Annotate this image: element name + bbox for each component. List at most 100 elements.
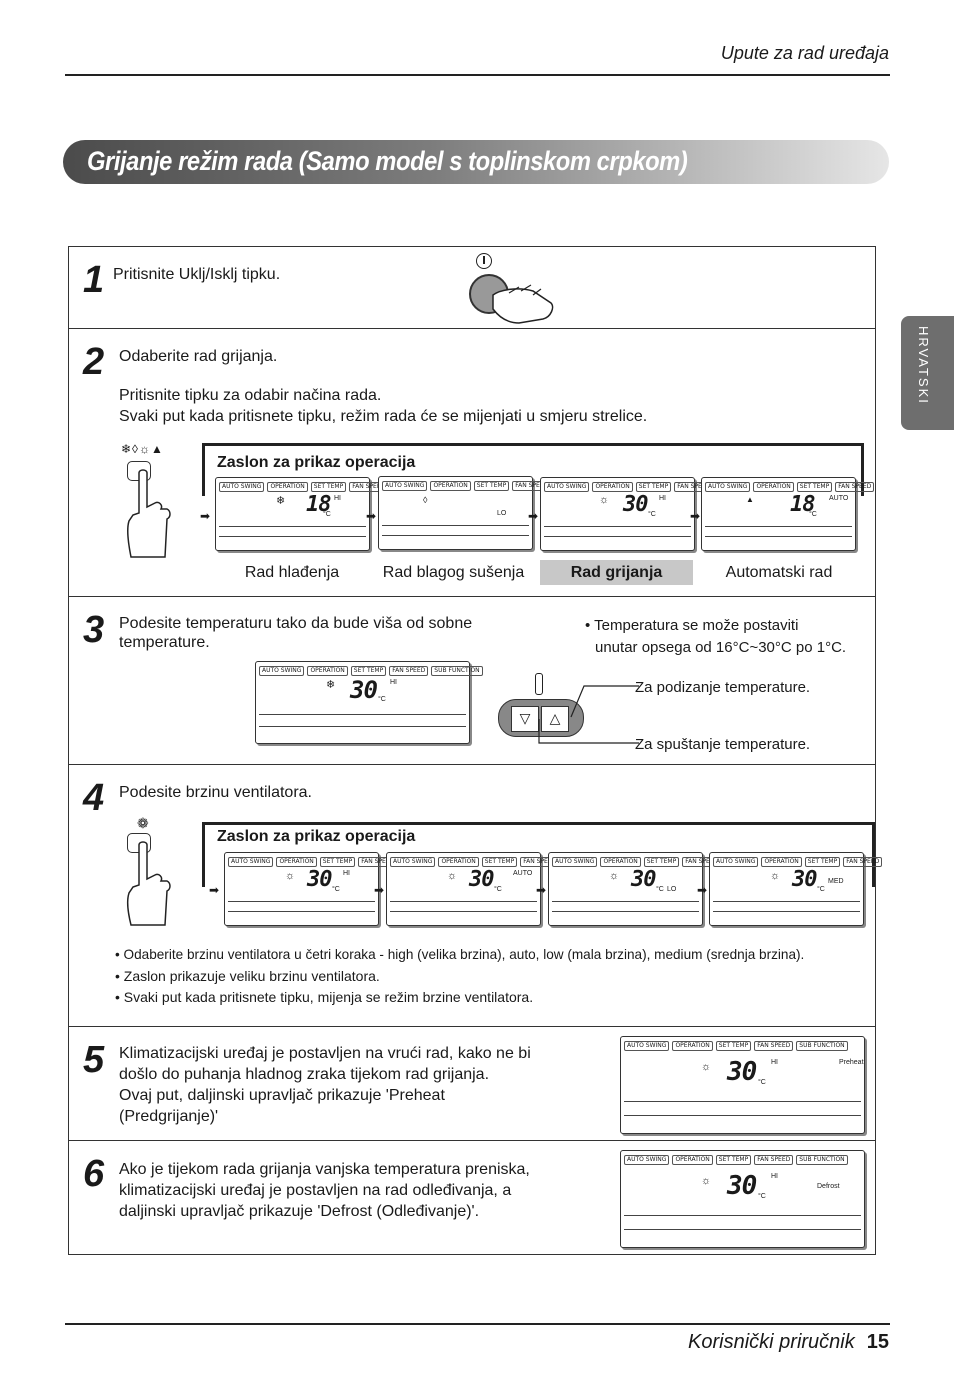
step-6: 6 Ako je tijekom rada grijanja vanjska t… — [69, 1140, 875, 1256]
step-text: Klimatizacijski uređaj je postavljen na … — [119, 1045, 531, 1062]
temp-up-label: Za podizanje temperature. — [635, 679, 811, 696]
sun-icon: ☼ — [609, 870, 620, 882]
lcd-tab: AUTO SWING — [624, 1041, 670, 1051]
note-text: • Temperatura se može postaviti — [585, 617, 799, 634]
language-tab: HRVATSKI — [901, 316, 954, 430]
lcd-tab: SET TEMP — [796, 482, 833, 492]
step-text: (Predgrijanje)' — [119, 1108, 219, 1125]
step-5: 5 Klimatizacijski uređaj je postavljen n… — [69, 1026, 875, 1140]
page-number: 15 — [866, 1331, 889, 1353]
lcd-tab: AUTO SWING — [552, 857, 598, 867]
step-number: 4 — [83, 777, 105, 819]
lcd-tab: SET TEMP — [715, 1041, 752, 1051]
arrow-right-icon: ➡ — [536, 883, 547, 897]
header-rule — [65, 74, 890, 76]
step-1: 1 Pritisnite Uklj/Isklj tipku. — [69, 247, 875, 328]
lcd-fan-speed: LO — [497, 510, 507, 517]
lcd-tab: SET TEMP — [715, 1155, 752, 1165]
lcd-tab: FAN SPEED — [754, 1155, 794, 1165]
lcd-sub-function: Defrost — [817, 1183, 840, 1190]
snowflake-icon: ❄ — [326, 679, 336, 691]
step-text: Svaki put kada pritisnete tipku, režim r… — [119, 408, 648, 425]
lcd-tab: AUTO SWING — [228, 857, 274, 867]
step-3: 3 Podesite temperaturu tako da bude viša… — [69, 596, 875, 764]
step-text: Odaberite rad grijanja. — [119, 348, 278, 365]
note-text: unutar opsega od 16°C~30°C po 1°C. — [595, 639, 847, 656]
footer-label: Korisnički priručnik — [688, 1331, 855, 1353]
lcd-tab: OPERATION — [592, 482, 633, 492]
lcd-tab: FAN SPEED — [389, 666, 429, 676]
temp-down-button[interactable]: ▽ — [511, 706, 539, 732]
lcd-temperature: 30 — [307, 867, 332, 892]
bullet-text: • Zaslon prikazuje veliku brzinu ventila… — [115, 968, 380, 984]
arrow-right-icon: ➡ — [697, 883, 708, 897]
lcd-sub-function: Preheat — [839, 1059, 864, 1066]
lcd-tab: AUTO SWING — [390, 857, 436, 867]
sun-icon: ☼ — [701, 1061, 712, 1073]
lcd-unit: °C — [648, 511, 656, 518]
lcd-fan-speed: AUTO — [513, 870, 533, 877]
lcd-temperature: 30 — [792, 867, 817, 892]
footer: Korisnički priručnik 15 — [688, 1331, 889, 1354]
lcd-tab: AUTO SWING — [713, 857, 759, 867]
bullet-text: • Odaberite brzinu ventilatora u četri k… — [115, 946, 805, 962]
lcd-tab: SET TEMP — [635, 482, 672, 492]
display-frame — [202, 443, 864, 496]
lcd-fan-speed: HI — [771, 1059, 778, 1066]
lcd-tab: FAN SPEED — [754, 1041, 794, 1051]
lcd-tab: AUTO SWING — [259, 666, 305, 676]
callout-lines — [538, 685, 639, 744]
lcd-tab: OPERATION — [267, 482, 308, 492]
lcd-tab: OPERATION — [307, 666, 348, 676]
lcd-fan-speed: HI — [343, 870, 350, 877]
temp-up-button[interactable]: △ — [541, 706, 569, 732]
arrow-right-icon: ➡ — [374, 883, 385, 897]
lcd-tab: SET TEMP — [350, 666, 387, 676]
step-text: Ovaj put, daljinski upravljač prikazuje … — [119, 1087, 445, 1104]
header-title: Upute za rad uređaja — [720, 43, 889, 63]
lcd-tab: OPERATION — [438, 857, 479, 867]
lcd-tab: SET TEMP — [643, 857, 680, 867]
auto-mode-icon: ▲ — [746, 495, 754, 504]
lcd-temperature: 30 — [727, 1171, 757, 1201]
lcd-unit: °C — [817, 886, 825, 893]
lcd-temperature: 30 — [623, 492, 648, 517]
lcd-fan-speed: HI — [771, 1173, 778, 1180]
lcd-tab: AUTO SWING — [544, 482, 590, 492]
step-text: Podesite temperaturu tako da bude viša o… — [119, 615, 473, 632]
mode-label-drying: Rad blagog sušenja — [382, 564, 525, 581]
lcd-unit: °C — [758, 1193, 766, 1200]
step-2: 2 Odaberite rad grijanja. Pritisnite tip… — [69, 328, 875, 596]
lcd-tab: SET TEMP — [319, 857, 356, 867]
lcd-temperature: 30 — [350, 676, 378, 704]
steps-table: 1 Pritisnite Uklj/Isklj tipku. 2 Odaberi… — [68, 246, 883, 1256]
lcd-fan-speed: AUTO — [829, 495, 849, 502]
thermometer-icon — [535, 673, 543, 695]
lcd-tab: FAN SPEED — [843, 857, 883, 867]
drop-icon: ◊ — [423, 495, 428, 505]
lcd-tab: OPERATION — [276, 857, 317, 867]
lcd-tab: SUB FUNCTION — [431, 666, 483, 676]
lcd-tab: SET TEMP — [310, 482, 347, 492]
arrow-right-icon: ➡ — [200, 509, 211, 523]
footer-rule — [65, 1323, 890, 1325]
section-title: Grijanje režim rada (Samo model s toplin… — [87, 146, 688, 176]
mode-icons: ❄◊☼▲ — [121, 442, 164, 456]
lcd-temperature: 30 — [469, 867, 494, 892]
lcd-tab: SET TEMP — [473, 481, 510, 491]
step-number: 1 — [83, 259, 105, 301]
step-text: klimatizacijski uređaj je postavljen na … — [119, 1182, 512, 1199]
lcd-tab: AUTO SWING — [382, 481, 428, 491]
language-tab-label: HRVATSKI — [916, 326, 931, 405]
step-text: Ako je tijekom rada grijanja vanjska tem… — [119, 1161, 530, 1178]
lcd-tab: OPERATION — [761, 857, 802, 867]
lcd-unit: °C — [656, 886, 664, 893]
lcd-tab: OPERATION — [672, 1155, 713, 1165]
lcd-tab: AUTO SWING — [624, 1155, 670, 1165]
arrow-right-icon: ➡ — [366, 509, 377, 523]
sun-icon: ☼ — [701, 1175, 712, 1187]
